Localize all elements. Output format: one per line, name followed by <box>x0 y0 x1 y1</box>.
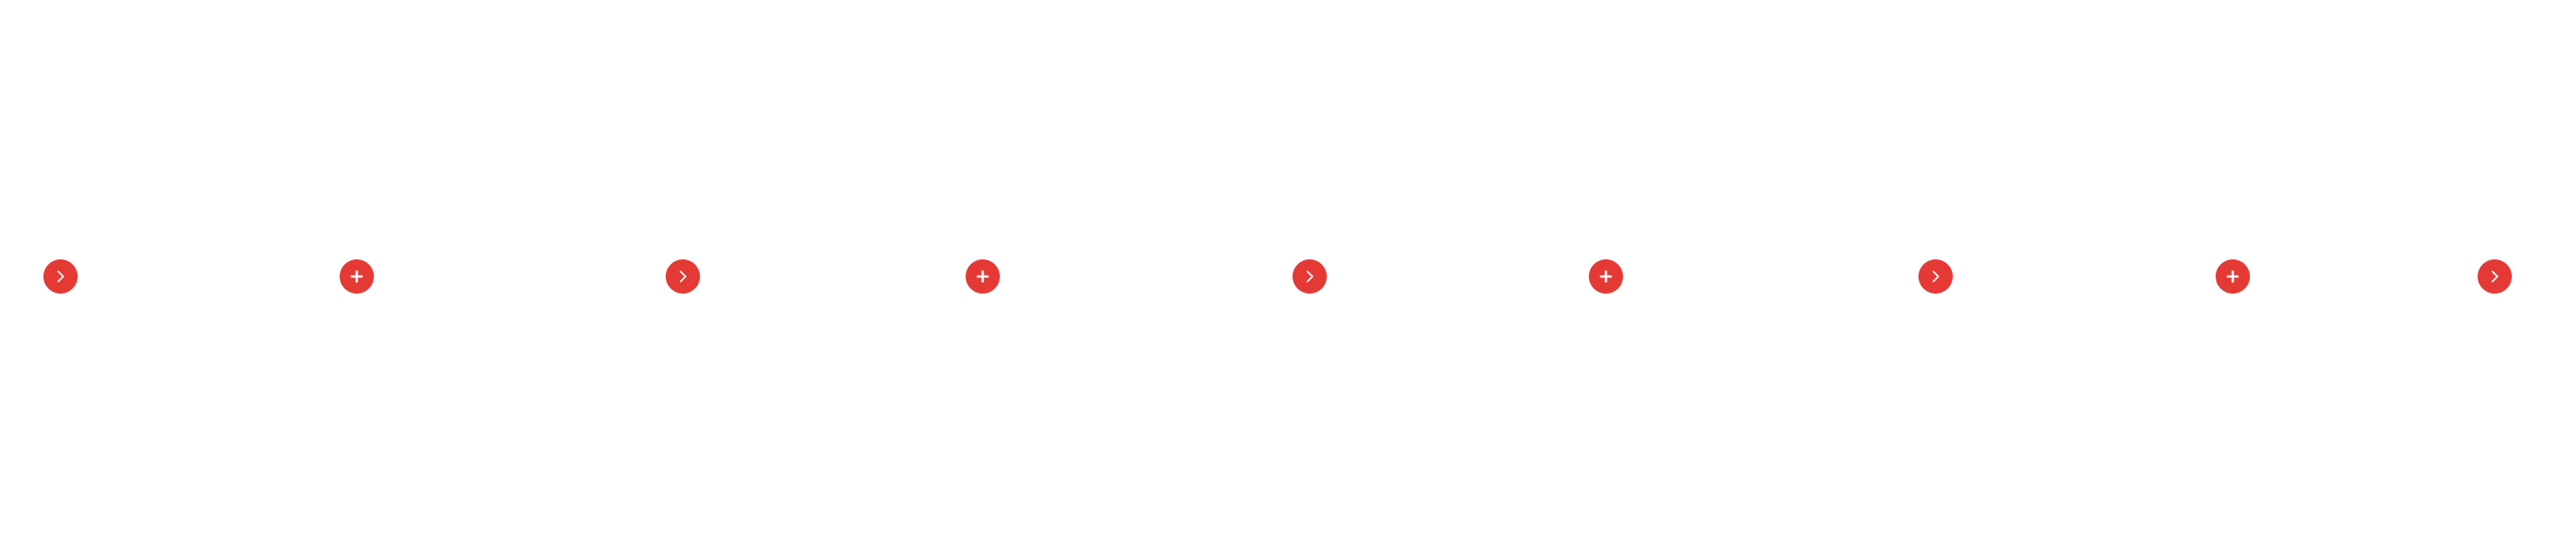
plus-icon <box>2226 270 2239 283</box>
plus-icon <box>350 270 363 283</box>
plus-icon <box>1600 270 1612 283</box>
chevron-right-button[interactable] <box>2478 259 2512 294</box>
add-button[interactable] <box>1589 259 1623 294</box>
plus-icon <box>976 270 989 283</box>
chevron-right-icon <box>1932 270 1939 283</box>
chevron-right-button[interactable] <box>1293 259 1327 294</box>
add-button[interactable] <box>966 259 1000 294</box>
chevron-right-button[interactable] <box>666 259 700 294</box>
chevron-right-button[interactable] <box>43 259 78 294</box>
chevron-right-icon <box>57 270 64 283</box>
add-button[interactable] <box>340 259 374 294</box>
chevron-right-icon <box>1306 270 1313 283</box>
chevron-right-icon <box>679 270 686 283</box>
chevron-right-icon <box>2491 270 2498 283</box>
add-button[interactable] <box>2216 259 2250 294</box>
chevron-right-button[interactable] <box>1918 259 1953 294</box>
